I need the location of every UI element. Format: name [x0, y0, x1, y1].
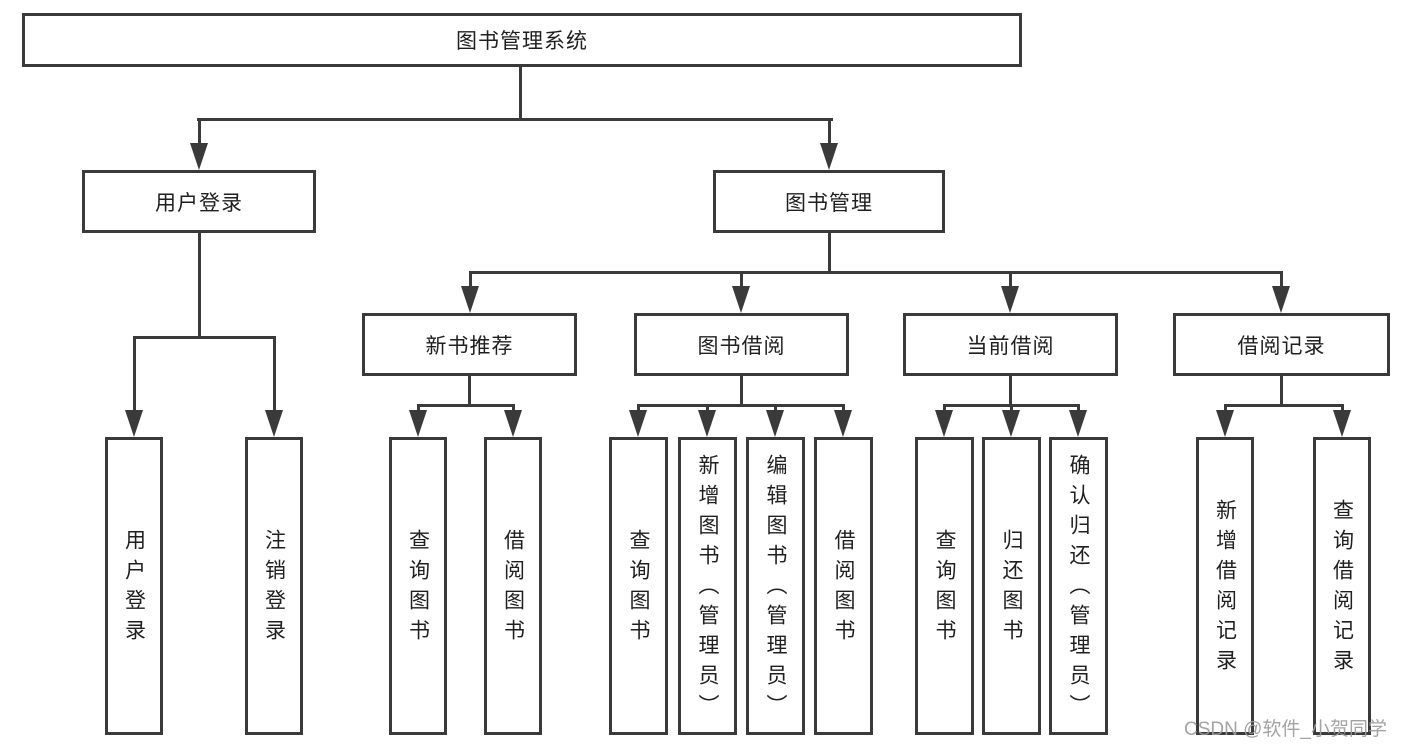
connector-user-login-rail — [133, 336, 276, 339]
leaf-node-add-books-admin: 新增图书（管理员） — [678, 437, 737, 735]
connector-drop-book-management — [828, 118, 831, 145]
connector-drop-leaf — [842, 404, 845, 412]
node-book-borrow: 图书借阅 — [634, 313, 849, 376]
node-book-management: 图书管理 — [713, 170, 945, 233]
leaf-node-logout: 注销登录 — [245, 437, 303, 735]
connector-drop-level3 — [1009, 271, 1012, 288]
arrow-down-icon — [190, 143, 208, 170]
arrow-down-icon — [1069, 410, 1087, 437]
arrow-down-icon — [265, 410, 283, 437]
node-borrow-records-label: 借阅记录 — [1237, 334, 1326, 358]
connector-level2-rail — [197, 118, 833, 121]
connector-book-management-stub — [828, 233, 831, 274]
connector-drop-leaf — [943, 404, 946, 412]
connector-drop-leaf — [417, 404, 420, 412]
arrow-down-icon — [698, 410, 716, 437]
arrow-down-icon — [125, 410, 143, 437]
connector-drop-leaf — [774, 404, 777, 412]
connector-borrow-rail — [637, 404, 845, 407]
leaf-node-confirm-return-admin: 确认归还（管理员） — [1049, 437, 1108, 735]
connector-drop-level3 — [740, 271, 743, 288]
node-borrow-records: 借阅记录 — [1173, 313, 1390, 376]
connector-records-stub — [1280, 376, 1283, 407]
arrow-down-icon — [834, 410, 852, 437]
connector-drop-leaf — [706, 404, 709, 412]
connector-records-rail — [1224, 404, 1344, 407]
arrow-down-icon — [629, 410, 647, 437]
leaf-node-query-borrow-record: 查询借阅记录 — [1313, 437, 1371, 735]
arrow-down-icon — [820, 143, 838, 170]
connector-drop-level3 — [469, 271, 472, 288]
connector-drop-leaf — [512, 404, 515, 412]
leaf-node-query-books-recommend: 查询图书 — [389, 437, 447, 735]
connector-current-stub — [1009, 376, 1012, 407]
arrow-down-icon — [504, 410, 522, 437]
arrow-down-icon — [766, 410, 784, 437]
connector-drop-leaf — [1224, 404, 1227, 412]
node-new-book-recommend: 新书推荐 — [362, 313, 577, 376]
connector-drop-leaf — [273, 336, 276, 412]
connector-drop-leaf — [1341, 404, 1344, 412]
arrow-down-icon — [732, 286, 750, 313]
connector-drop-leaf — [133, 336, 136, 412]
connector-borrow-stub — [740, 376, 743, 407]
connector-root-stub — [519, 67, 522, 121]
node-user-login: 用户登录 — [82, 170, 316, 233]
arrow-down-icon — [409, 410, 427, 437]
arrow-down-icon — [461, 286, 479, 313]
connector-drop-leaf — [637, 404, 640, 412]
arrow-down-icon — [1002, 410, 1020, 437]
node-root-library-management-system: 图书管理系统 — [22, 13, 1022, 67]
arrow-down-icon — [1001, 286, 1019, 313]
leaf-node-borrow-books: 借阅图书 — [814, 437, 873, 735]
csdn-watermark: CSDN @软件_小贺同学 — [1184, 719, 1387, 740]
node-book-management-label: 图书管理 — [785, 191, 873, 215]
node-user-login-label: 用户登录 — [155, 191, 243, 215]
connector-drop-level3 — [1280, 271, 1283, 288]
node-new-book-recommend-label: 新书推荐 — [425, 334, 514, 358]
node-current-borrow-label: 当前借阅 — [966, 334, 1055, 358]
leaf-node-return-books: 归还图书 — [982, 437, 1041, 735]
connector-level3-rail — [469, 271, 1283, 274]
arrow-down-icon — [935, 410, 953, 437]
arrow-down-icon — [1333, 410, 1351, 437]
node-root-label: 图书管理系统 — [456, 30, 588, 53]
connector-drop-leaf — [1077, 404, 1080, 412]
leaf-node-query-books-borrow: 查询图书 — [609, 437, 668, 735]
connector-drop-leaf — [1010, 404, 1013, 412]
node-current-borrow: 当前借阅 — [903, 313, 1118, 376]
leaf-node-query-books-current: 查询图书 — [915, 437, 974, 735]
connector-recommend-rail — [417, 404, 515, 407]
arrow-down-icon — [1272, 286, 1290, 313]
arrow-down-icon — [1216, 410, 1234, 437]
leaf-node-user-login: 用户登录 — [105, 437, 163, 735]
connector-drop-user-login — [198, 118, 201, 145]
leaf-node-add-borrow-record: 新增借阅记录 — [1196, 437, 1254, 735]
leaf-node-edit-books-admin: 编辑图书（管理员） — [746, 437, 805, 735]
node-book-borrow-label: 图书借阅 — [697, 334, 786, 358]
leaf-node-borrow-books-recommend: 借阅图书 — [484, 437, 542, 735]
connector-user-login-stub — [198, 233, 201, 339]
connector-recommend-stub — [468, 376, 471, 407]
